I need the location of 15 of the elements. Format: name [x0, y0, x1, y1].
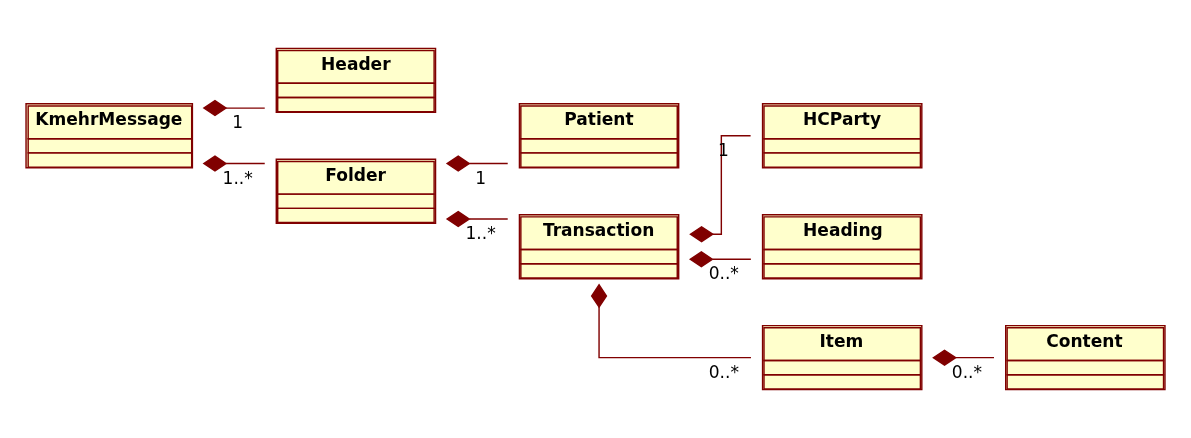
connector: [689, 135, 752, 243]
connector: [445, 155, 509, 172]
edge-label: 0..*: [708, 361, 739, 382]
connector: [445, 210, 509, 228]
edge-label: 1: [232, 112, 244, 133]
edge-label: 1..*: [222, 167, 253, 188]
edge-label: 1..*: [465, 223, 496, 244]
edge-label: 1: [475, 167, 487, 188]
connector: [689, 251, 752, 268]
edge-label: 0..*: [951, 361, 983, 382]
connector: [590, 283, 752, 359]
connector: [202, 155, 266, 172]
connector: [932, 349, 995, 366]
edge-label: 0..*: [708, 263, 739, 284]
connector: [202, 99, 266, 117]
